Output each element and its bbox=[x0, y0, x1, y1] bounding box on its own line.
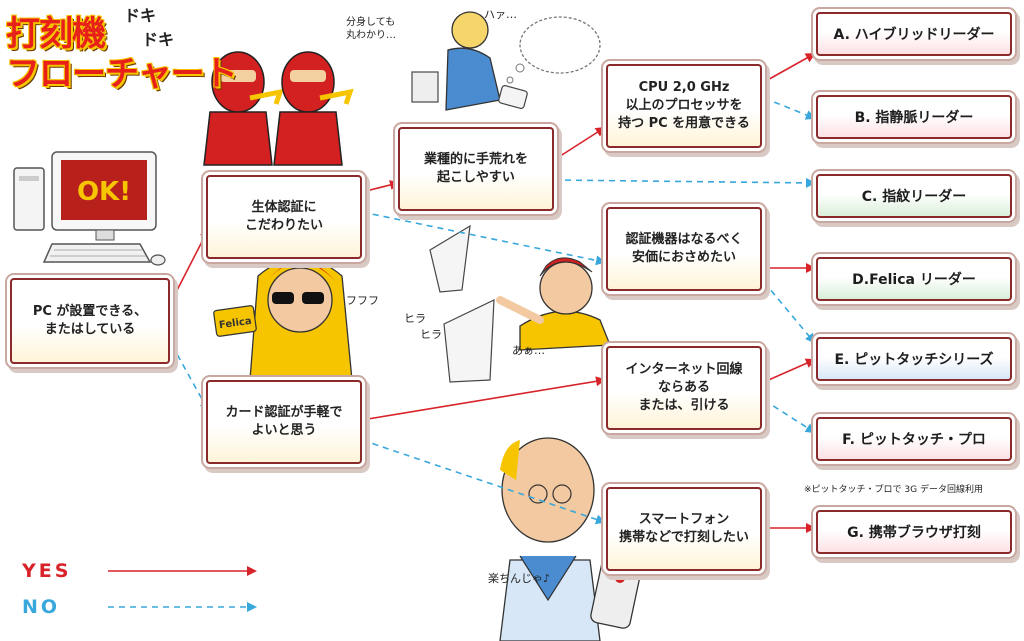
node-card-auth: カード認証が手軽で よいと思う bbox=[206, 380, 362, 464]
legend-yes-label: YES bbox=[22, 560, 72, 582]
node-cheap-device: 認証機器はなるべく 安価におさめたい bbox=[606, 207, 762, 291]
node-smartphone: スマートフォン 携帯などで打刻したい bbox=[606, 487, 762, 571]
reaching-man-illustration bbox=[429, 224, 611, 383]
sunglasses-man-illustration: Felica bbox=[213, 257, 353, 381]
link-net-e bbox=[763, 358, 816, 383]
link-cpu-b bbox=[763, 97, 816, 120]
ok-screen-text: OK! bbox=[77, 177, 131, 207]
sigh-caption-2: あぁ… bbox=[512, 344, 545, 357]
link-rough-cpu bbox=[553, 126, 606, 161]
felica-card-text: Felica bbox=[218, 316, 252, 331]
link-net-f bbox=[763, 399, 816, 434]
sfx-doki-2: ドキ bbox=[142, 30, 175, 49]
link-cpu-a bbox=[763, 53, 816, 83]
link-bio-cheap bbox=[361, 211, 606, 266]
node-biometric: 生体認証に こだわりたい bbox=[206, 175, 362, 259]
title-line-2: フローチャート bbox=[6, 54, 238, 94]
result-c-fingerprint-reader: C. 指紋リーダー bbox=[816, 174, 1012, 218]
node-pc-available: PC が設置できる、 またはしている bbox=[10, 278, 170, 364]
link-card-net bbox=[361, 376, 606, 421]
result-f-pittouch-pro: F. ピットタッチ・プロ bbox=[816, 417, 1012, 461]
hira-caption-2: ヒラ bbox=[420, 328, 442, 341]
legend-no-label: NO bbox=[22, 596, 61, 618]
fufufu-caption: フフフ bbox=[346, 294, 379, 307]
link-pc-bio bbox=[171, 228, 209, 301]
ninja-illustration bbox=[203, 51, 354, 166]
node-internet: インターネット回線 ならある または、引ける bbox=[606, 346, 762, 430]
link-cheap-e bbox=[763, 281, 816, 344]
woman-illustration bbox=[411, 11, 601, 111]
result-a-hybrid-reader: A. ハイブリッドリーダー bbox=[816, 12, 1012, 56]
link-bio-rough bbox=[361, 180, 400, 193]
computer-illustration: OK! bbox=[13, 151, 166, 266]
result-g-mobile-browser: G. 携帯ブラウザ打刻 bbox=[816, 510, 1012, 554]
sfx-doki-1: ドキ bbox=[124, 6, 157, 25]
pittouch-pro-note: ※ピットタッチ・プロで 3G データ回線利用 bbox=[804, 485, 983, 495]
link-rough-c bbox=[553, 177, 816, 188]
old-man-illustration bbox=[499, 437, 642, 641]
hira-caption-1: ヒラ bbox=[404, 312, 426, 325]
node-rough-hands: 業種的に手荒れを 起こしやすい bbox=[398, 127, 554, 211]
result-b-finger-vein-reader: B. 指静脈リーダー bbox=[816, 95, 1012, 139]
result-e-pittouch-series: E. ピットタッチシリーズ bbox=[816, 337, 1012, 381]
link-card-smart bbox=[361, 439, 606, 525]
ninja-caption: 分身しても 丸わかり… bbox=[346, 17, 396, 41]
sigh-caption: ハァ… bbox=[484, 8, 517, 21]
link-pc-card bbox=[171, 344, 209, 412]
easy-caption: 楽ちんじゃ♪ bbox=[488, 572, 551, 585]
title-line-1: 打刻機 bbox=[6, 14, 106, 54]
result-d-felica-reader: D.Felica リーダー bbox=[816, 257, 1012, 301]
node-cpu: CPU 2,0 GHz 以上のプロセッサを 持つ PC を用意できる bbox=[606, 64, 762, 148]
